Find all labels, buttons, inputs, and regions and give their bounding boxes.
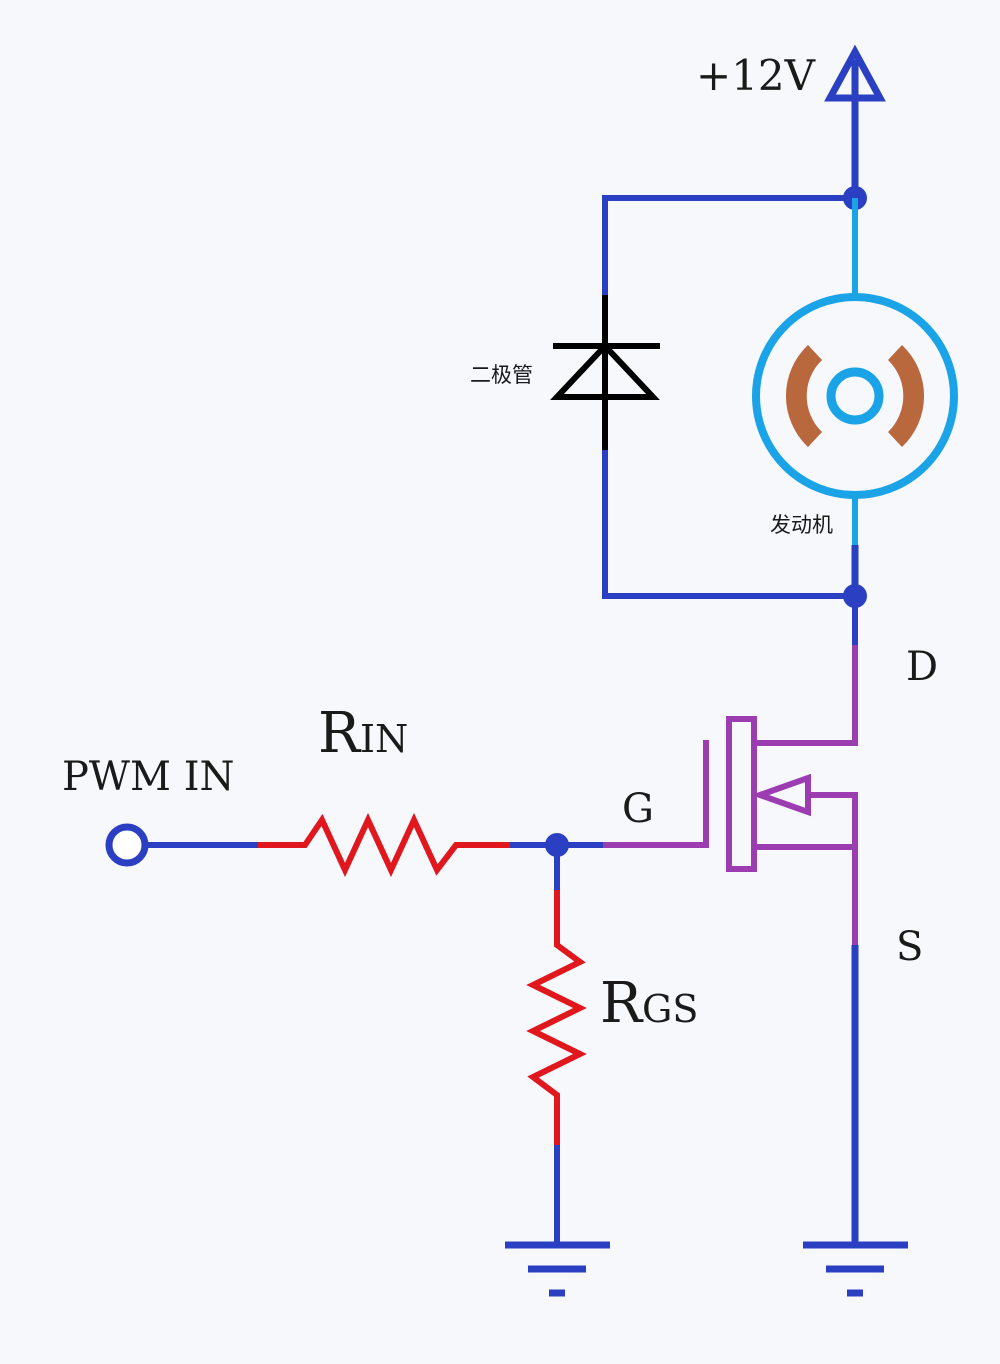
motor-symbol <box>752 198 958 545</box>
diode-label: 二极管 <box>470 363 533 387</box>
ground-right-icon <box>803 1241 908 1297</box>
gate-label: G <box>622 786 654 832</box>
motor-label: 发动机 <box>770 513 833 537</box>
ground-left-icon <box>505 1241 610 1297</box>
supply-label: +12V <box>696 51 816 100</box>
top-bus-wire <box>602 195 855 300</box>
mosfet-symbol <box>703 596 858 945</box>
rgs-label-main: R <box>600 971 644 1036</box>
pwm-input-terminal <box>105 823 149 867</box>
pwm-in-label: PWM IN <box>62 754 235 800</box>
resistor-rgs <box>526 890 587 1145</box>
rin-label-main: R <box>318 701 362 766</box>
supply-arrow-icon <box>824 44 886 198</box>
resistor-rin <box>258 812 510 878</box>
bottom-bus-wire <box>602 450 855 599</box>
rin-label-sub: IN <box>360 717 408 761</box>
source-label: S <box>896 924 923 970</box>
drain-label: D <box>906 644 938 690</box>
diode-symbol <box>550 295 660 450</box>
rgs-label-sub: GS <box>642 987 698 1031</box>
